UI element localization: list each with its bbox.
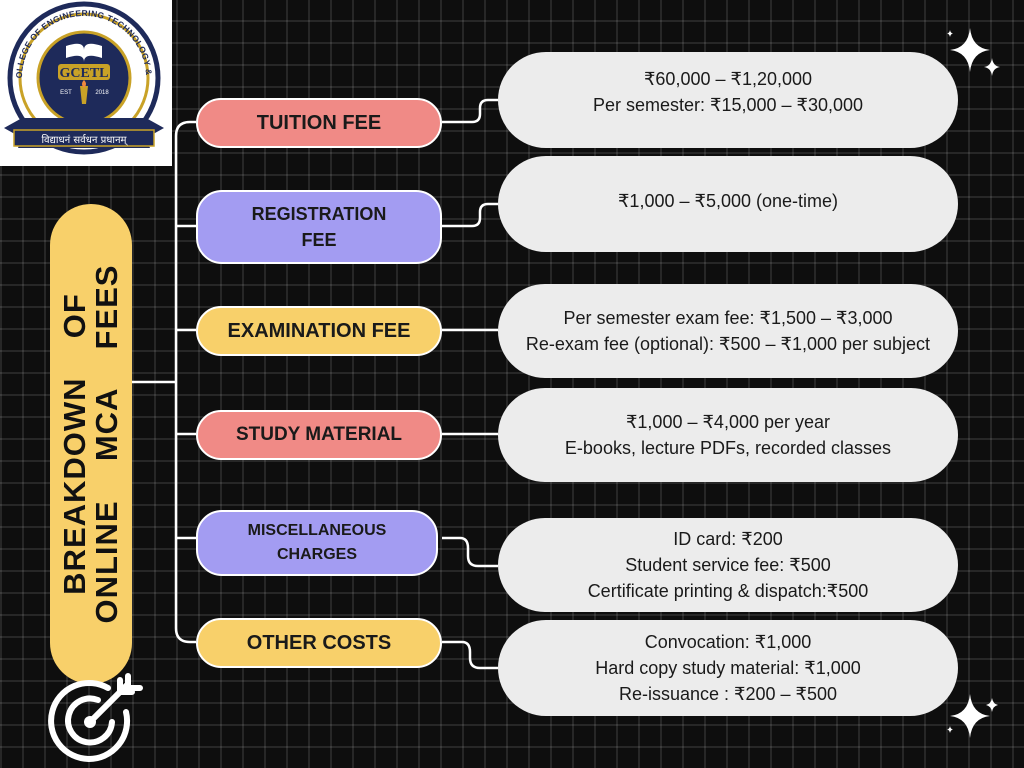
detail-line: ₹1,000 – ₹4,000 per year [625, 412, 831, 432]
category-registration-fee: REGISTRATION FEE [196, 190, 442, 264]
detail-examination-fee: Per semester exam fee: ₹1,500 – ₹3,000 R… [498, 284, 958, 378]
detail-line: E-books, lecture PDFs, recorded classes [564, 438, 892, 458]
sparkle-icon [947, 694, 998, 738]
category-label: MISCELLANEOUS CHARGES [247, 522, 387, 563]
detail-line: ₹1,000 – ₹5,000 (one-time) [617, 191, 839, 211]
title-line-1: BREAKDOWN OF [57, 293, 92, 595]
category-examination-fee: EXAMINATION FEE [196, 306, 442, 356]
category-label: TUITION FEE [256, 111, 382, 134]
category-miscellaneous-charges: MISCELLANEOUS CHARGES [196, 510, 438, 576]
detail-line: Re-exam fee (optional): ₹500 – ₹1,000 pe… [525, 334, 931, 354]
detail-line: ₹60,000 – ₹1,20,000 [643, 69, 813, 89]
detail-line: Convocation: ₹1,000 [644, 632, 812, 652]
detail-miscellaneous-charges: ID card: ₹200 Student service fee: ₹500 … [498, 518, 958, 612]
title-line-2: ONLINE MCA FEES [89, 264, 124, 624]
detail-line: Re-issuance : ₹200 – ₹500 [618, 684, 838, 704]
category-other-costs: OTHER COSTS [196, 618, 442, 668]
logo-abbr: GCETL [59, 66, 108, 81]
detail-line: Certificate printing & dispatch:₹500 [587, 581, 869, 601]
title-pill: BREAKDOWN OF ONLINE MCA FEES [50, 204, 132, 684]
detail-line: Per semester: ₹15,000 – ₹30,000 [592, 95, 864, 115]
category-label: OTHER COSTS [246, 631, 392, 654]
detail-tuition-fee: ₹60,000 – ₹1,20,000 Per semester: ₹15,00… [498, 52, 958, 148]
detail-line: ID card: ₹200 [673, 529, 783, 549]
page-title: BREAKDOWN OF ONLINE MCA FEES [51, 254, 131, 634]
category-label: EXAMINATION FEE [227, 319, 411, 342]
detail-registration-fee: ₹1,000 – ₹5,000 (one-time) [498, 156, 958, 252]
detail-other-costs: Convocation: ₹1,000 Hard copy study mate… [498, 620, 958, 716]
college-emblem-icon: GLOBAL COLLEGE OF ENGINEERING TECHNOLOGY… [0, 0, 164, 155]
college-logo: GLOBAL COLLEGE OF ENGINEERING TECHNOLOGY… [0, 0, 172, 166]
logo-est: EST [60, 90, 72, 96]
category-label: REGISTRATION FEE [251, 204, 387, 250]
category-tuition-fee: TUITION FEE [196, 98, 442, 148]
detail-line: Per semester exam fee: ₹1,500 – ₹3,000 [563, 308, 893, 328]
category-study-material: STUDY MATERIAL [196, 410, 442, 460]
category-label: STUDY MATERIAL [235, 424, 403, 445]
detail-study-material: ₹1,000 – ₹4,000 per year E-books, lectur… [498, 388, 958, 482]
logo-motto: विद्याधनं सर्वधन प्रधानम् [41, 134, 128, 146]
target-arrow-icon [48, 673, 143, 762]
logo-year: 2018 [95, 90, 109, 96]
sparkle-icon [947, 28, 1000, 76]
detail-line: Student service fee: ₹500 [625, 555, 831, 575]
detail-line: Hard copy study material: ₹1,000 [595, 658, 861, 678]
